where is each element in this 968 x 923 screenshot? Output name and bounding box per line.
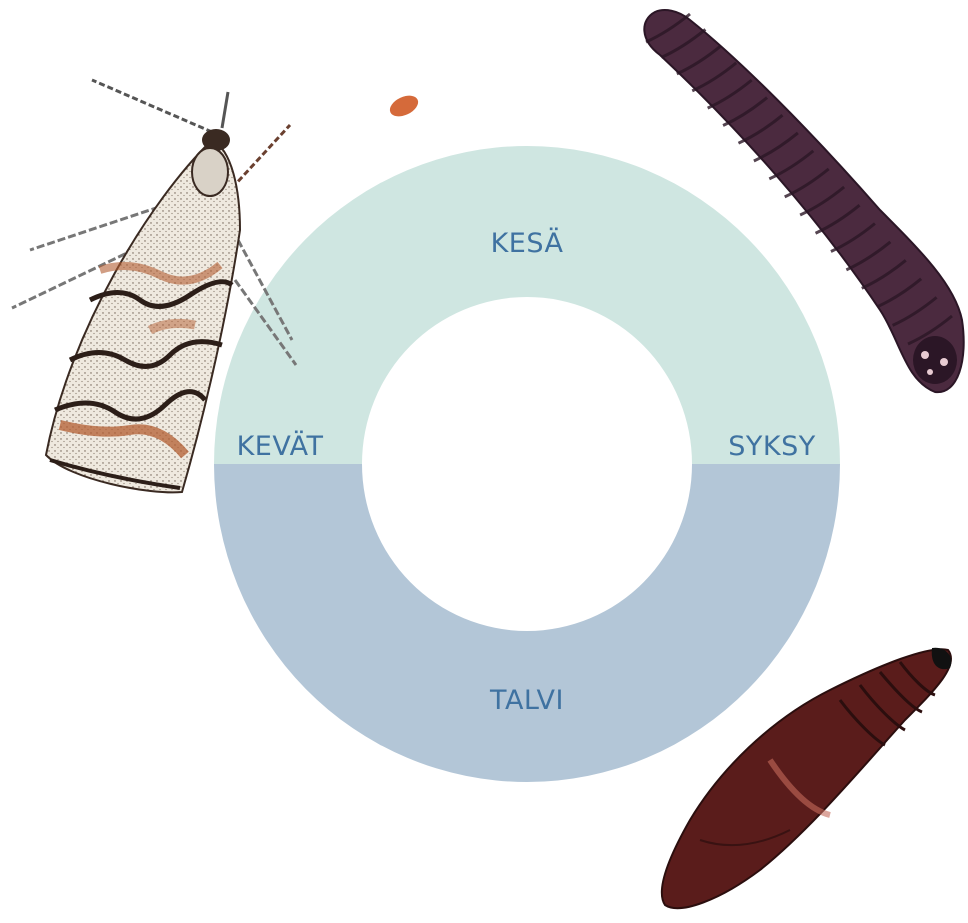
season-label-summer: KESÄ (491, 227, 564, 259)
season-label-winter: TALVI (489, 685, 564, 716)
egg-icon (387, 92, 422, 121)
season-label-autumn: SYKSY (728, 431, 815, 462)
season-label-spring: KEVÄT (237, 430, 324, 462)
